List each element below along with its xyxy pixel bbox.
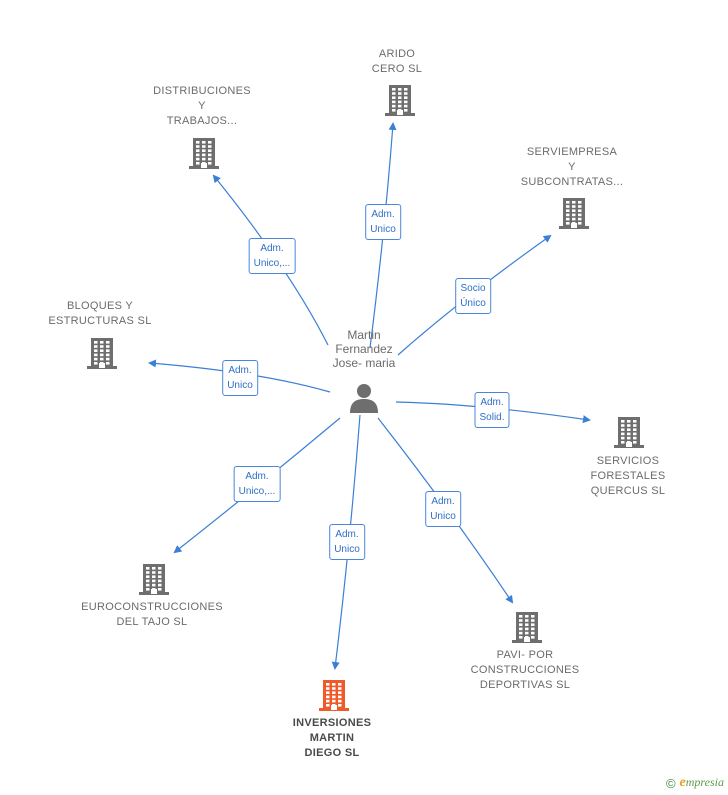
relation-label-line: Unico [334,544,360,555]
company-label-line: ARIDO [378,48,416,60]
company-label-line: SERVICIOS [596,455,660,467]
company-label-line: MARTIN [309,732,355,744]
company-label-line: SERVIEMPRESA [526,146,618,158]
copyright-icon: © [665,775,676,791]
person-icon[interactable] [347,381,381,415]
building-icon-bloques[interactable] [85,336,119,370]
company-label-line: CERO SL [371,63,423,75]
building-icon-euroconstrucciones[interactable] [137,562,171,596]
company-label-line: TRABAJOS... [166,115,238,127]
relation-label-line: Adm. [335,529,359,540]
building-icon-arido[interactable] [383,83,417,117]
brand-initial: e [679,775,686,790]
building-icon-distribuciones[interactable] [187,136,221,170]
company-label-line: SUBCONTRATAS... [520,176,624,188]
company-label-line: INVERSIONES [292,717,372,729]
relation-label-line: Adm. [260,243,284,254]
relation-label-bloques[interactable]: Adm. Unico [222,360,258,396]
company-label-distribuciones[interactable]: DISTRIBUCIONES Y TRABAJOS... [153,84,251,129]
company-label-line: DIEGO SL [304,747,360,759]
center-label-line: Martin [347,328,381,342]
company-label-line: CONSTRUCCIONES [470,664,580,676]
brand-name: mpresia [685,775,724,789]
company-label-pavi[interactable]: PAVI- POR CONSTRUCCIONES DEPORTIVAS SL [471,648,580,693]
relation-label-line: Unico [430,511,456,522]
company-label-line: FORESTALES [590,470,666,482]
company-label-euroconstrucciones[interactable]: EUROCONSTRUCCIONES DEL TAJO SL [81,600,223,630]
relation-label-line: Adm. [245,471,269,482]
relation-label-euroconstrucciones[interactable]: Adm. Unico,... [233,466,281,502]
relation-label-line: Adm. [228,365,252,376]
relation-label-line: Solid. [479,412,505,423]
building-icon-servicios[interactable] [612,415,646,449]
relation-label-servicios[interactable]: Adm. Solid. [474,392,510,428]
building-icon-pavi[interactable] [510,610,544,644]
relation-label-pavi[interactable]: Adm. Unico [425,491,461,527]
center-label-line: Fernandez [335,342,393,356]
center-label-line: Jose- maria [332,356,396,370]
footer-brand: © empresia [666,775,724,791]
company-label-line: Y [568,161,576,173]
company-label-bloques[interactable]: BLOQUES Y ESTRUCTURAS SL [48,299,151,329]
company-label-line: Y [198,100,206,112]
company-label-line: EUROCONSTRUCCIONES [81,601,223,613]
company-label-line: DEL TAJO SL [116,616,188,628]
relation-label-line: Adm. [431,496,455,507]
company-label-line: PAVI- POR [496,649,554,661]
company-label-serviempresa[interactable]: SERVIEMPRESA Y SUBCONTRATAS... [521,145,624,190]
relation-label-arido[interactable]: Adm. Unico [365,204,401,240]
building-icon-serviempresa[interactable] [557,196,591,230]
company-label-line: DEPORTIVAS SL [479,679,571,691]
company-label-line: BLOQUES Y [66,300,134,312]
company-label-line: ESTRUCTURAS SL [48,315,152,327]
company-label-line: DISTRIBUCIONES [153,85,251,97]
center-person-label: Martin Fernandez Jose- maria [333,328,396,370]
relation-label-line: Único [460,298,486,309]
relation-label-inversiones[interactable]: Adm. Unico [329,524,365,560]
relation-label-line: Socio [460,283,486,294]
company-label-arido[interactable]: ARIDO CERO SL [372,47,422,77]
relation-label-line: Adm. [480,397,504,408]
relation-label-distribuciones[interactable]: Adm. Unico,... [248,238,296,274]
relation-label-line: Unico [227,380,253,391]
building-icon-inversiones[interactable] [317,678,351,712]
relation-label-line: Adm. [371,209,395,220]
company-label-line: QUERCUS SL [590,485,666,497]
relation-label-line: Unico,... [238,486,276,497]
company-label-inversiones[interactable]: INVERSIONES MARTIN DIEGO SL [293,716,372,761]
company-label-servicios[interactable]: SERVICIOS FORESTALES QUERCUS SL [591,454,666,499]
relation-label-line: Unico [370,224,396,235]
relation-label-line: Unico,... [253,258,291,269]
brand-logo: empresia [680,775,724,791]
